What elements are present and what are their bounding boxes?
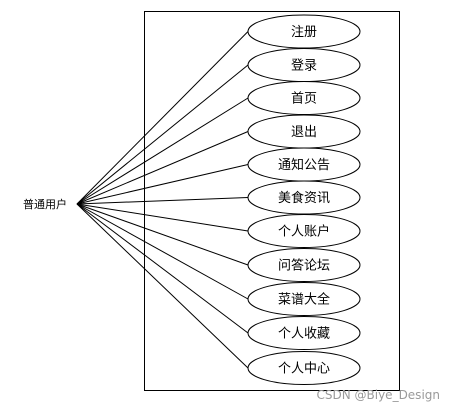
association-line xyxy=(76,164,249,205)
use-case-logout: 退出 xyxy=(247,114,361,149)
association-line xyxy=(76,203,249,334)
association-line xyxy=(76,197,249,205)
use-case-ellipse xyxy=(247,316,361,350)
use-case-recipes: 菜谱大全 xyxy=(247,282,361,316)
association-line xyxy=(76,203,249,300)
use-case-label: 问答论坛 xyxy=(278,258,330,274)
use-case-qa-forum: 问答论坛 xyxy=(247,248,361,282)
association-line xyxy=(76,203,249,232)
use-case-label: 首页 xyxy=(291,92,317,107)
use-case-label: 登录 xyxy=(291,59,317,74)
association-line xyxy=(76,64,249,205)
use-case-label: 注册 xyxy=(291,25,317,40)
use-case-label: 通知公告 xyxy=(278,157,330,173)
use-case-favorites: 个人收藏 xyxy=(247,316,361,350)
use-case-label: 退出 xyxy=(291,125,317,140)
use-case-label: 个人收藏 xyxy=(278,327,330,342)
use-case-personal-center: 个人中心 xyxy=(247,351,361,385)
use-case-notices: 通知公告 xyxy=(247,147,361,182)
use-case-label: 菜谱大全 xyxy=(278,292,330,308)
use-case-home: 首页 xyxy=(247,81,361,115)
association-line xyxy=(76,203,249,369)
actor: 普通用户 xyxy=(23,197,67,211)
use-case-food-news: 美食资讯 xyxy=(247,180,361,215)
use-case-login: 登录 xyxy=(247,48,361,82)
actor-label: 普通用户 xyxy=(23,197,67,211)
use-case-ellipse xyxy=(247,248,361,282)
association-lines xyxy=(76,31,249,369)
use-case-label: 个人账户 xyxy=(278,224,330,240)
use-case-label: 个人中心 xyxy=(278,362,330,377)
watermark: CSDN @Biye_Design xyxy=(316,388,440,402)
use-case-ellipse xyxy=(247,214,361,248)
association-line xyxy=(76,97,249,205)
use-case-personal-account: 个人账户 xyxy=(247,214,361,248)
use-case-label: 美食资讯 xyxy=(278,190,330,206)
use-case-ellipse xyxy=(247,351,361,385)
association-line xyxy=(76,31,249,205)
use-case-group: 注册 登录 首页 退出 通知公告 美食资讯 个人账户 问答论坛 xyxy=(247,14,361,385)
use-case-register: 注册 xyxy=(247,14,361,49)
association-line xyxy=(76,131,249,205)
association-line xyxy=(76,203,249,266)
use-case-ellipse xyxy=(247,282,361,316)
